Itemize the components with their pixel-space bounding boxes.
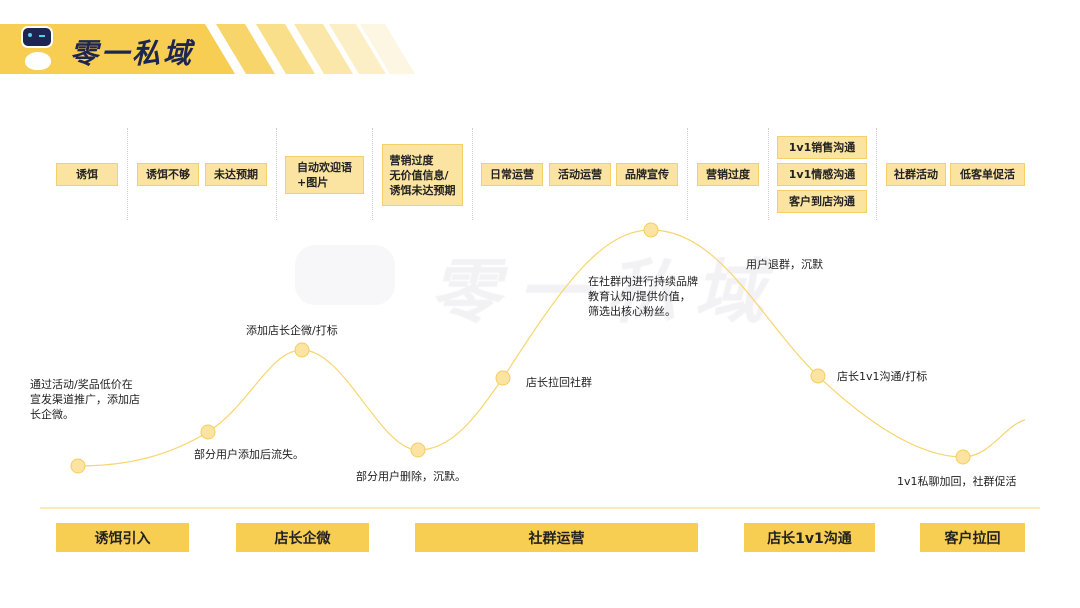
curve-point (294, 342, 310, 358)
curve-line (77, 229, 1026, 467)
robot-logo-icon (17, 26, 55, 72)
curve-point (810, 368, 826, 384)
tag: 品牌宣传 (616, 163, 678, 186)
tag: 1v1销售沟通 (777, 136, 867, 159)
note: 部分用户添加后流失。 (194, 448, 304, 461)
stage-label: 店长企微 (236, 523, 369, 552)
divider (472, 128, 473, 220)
note: 店长1v1沟通/打标 (837, 370, 928, 383)
brand-title: 零一私域 (70, 37, 195, 70)
stage-label: 店长1v1沟通 (744, 523, 875, 552)
tag: 营销过度 无价值信息/ 诱饵未达预期 (382, 144, 463, 206)
tag: 活动运营 (549, 163, 611, 186)
divider (127, 128, 128, 220)
divider (372, 128, 373, 220)
note: 1v1私聊加回，社群促活 (897, 475, 1017, 488)
divider (876, 128, 877, 220)
divider (768, 128, 769, 220)
stage-label: 客户拉回 (920, 523, 1025, 552)
watermark-image (430, 255, 850, 355)
watermark-robot-icon (295, 245, 395, 305)
tag: 日常运营 (481, 163, 543, 186)
note: 店长拉回社群 (526, 376, 592, 389)
banner-stripes (0, 24, 415, 74)
curve-point (410, 442, 426, 458)
note: 用户退群，沉默 (746, 258, 823, 271)
note: 添加店长企微/打标 (246, 324, 338, 337)
tag: 1v1情感沟通 (777, 163, 867, 186)
curve-point (955, 449, 971, 465)
note: 部分用户删除，沉默。 (356, 470, 466, 483)
tag: 诱饵不够 (137, 163, 199, 186)
stage-label: 诱饵引入 (56, 523, 189, 552)
tag: 营销过度 (697, 163, 759, 186)
divider (276, 128, 277, 220)
tag: 未达预期 (205, 163, 267, 186)
curve-point (200, 424, 216, 440)
divider (687, 128, 688, 220)
tag: 自动欢迎语 +图片 (285, 156, 364, 194)
curve-point (495, 370, 511, 386)
stage-label: 社群运营 (415, 523, 698, 552)
header-banner: 零一私域 (0, 24, 420, 74)
curve-point (70, 458, 86, 474)
tag: 客户到店沟通 (777, 190, 867, 213)
tag: 诱饵 (56, 163, 118, 186)
note: 在社群内进行持续品牌 教育认知/提供价值， 筛选出核心粉丝。 (588, 275, 698, 318)
tag: 低客单促活 (950, 163, 1025, 186)
note: 通过活动/奖品低价在 宣发渠道推广，添加店 长企微。 (30, 378, 140, 421)
tag: 社群活动 (886, 163, 946, 186)
curve-point (643, 222, 659, 238)
